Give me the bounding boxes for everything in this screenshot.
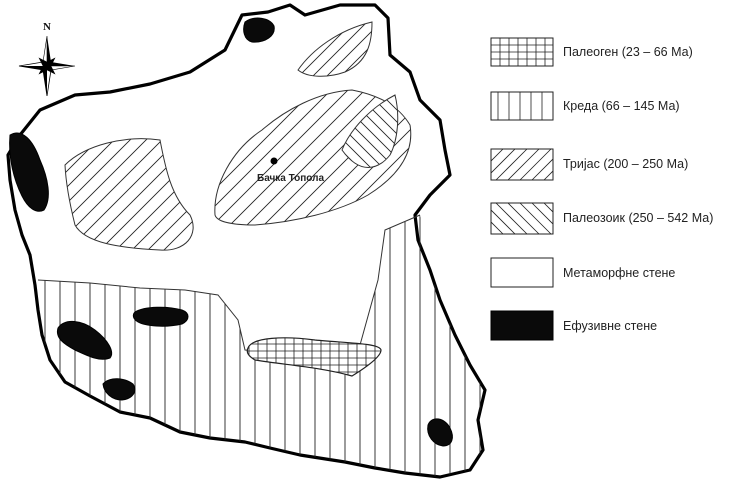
legend-item-paleogen: Палеоген (23 – 66 Ма) [490, 37, 693, 67]
hatch-line [491, 149, 516, 174]
hatch-line [137, 138, 194, 251]
hatch-line [430, 15, 500, 85]
legend-label: Палеоген (23 – 66 Ма) [563, 45, 693, 59]
hatch-line [495, 203, 528, 234]
city-label: Бачка Топола [257, 173, 324, 184]
hatch-line [543, 170, 553, 180]
hatch-line [214, 90, 359, 225]
efuzivne-body [243, 17, 275, 43]
hatch-line [531, 203, 553, 225]
hatch-line [342, 95, 384, 168]
hatch-line [65, 138, 141, 251]
hatch-line [364, 95, 398, 168]
hatch-line [317, 22, 372, 77]
hatch-line [65, 138, 109, 251]
hatch-line [491, 149, 504, 162]
hatch-line [531, 158, 553, 180]
legend-item-paleozoik: Палеозоик (250 – 542 Ма) [490, 202, 713, 235]
hatch-line [65, 138, 173, 251]
hatch-line [214, 90, 342, 225]
hatch-line [236, 90, 393, 225]
hatch-line [543, 203, 553, 213]
hatch-line [507, 149, 540, 180]
hatch-line [519, 203, 552, 234]
hatch-line [65, 138, 157, 251]
legend-item-trijas: Тријас (200 – 250 Ма) [490, 148, 688, 181]
region-outline [6, 3, 487, 479]
legend-item-efuz: Ефузивне стене [490, 310, 657, 341]
north-label: N [43, 21, 51, 33]
legend-label: Креда (66 – 145 Ма) [563, 99, 680, 113]
hatch-line [89, 138, 194, 251]
hatch-line [491, 209, 516, 234]
hatch-line [219, 90, 376, 225]
legend-label: Ефузивне стене [563, 319, 657, 333]
efuzivne-body [102, 378, 136, 401]
hatch-line [519, 149, 552, 180]
hatch-line [491, 149, 492, 150]
efuzivne-body [56, 321, 113, 360]
north-arrow-icon [18, 35, 76, 97]
hatch-line [491, 221, 504, 234]
efuzivne-body [427, 418, 453, 447]
hatch-line [491, 233, 492, 234]
hatch-line [105, 138, 194, 251]
efuzivne-body [9, 132, 49, 212]
hatch-line [416, 15, 486, 85]
legend-label: Тријас (200 – 250 Ма) [563, 157, 688, 171]
legend-item-meta: Метаморфне стене [490, 257, 675, 288]
efuzivne-body [132, 306, 189, 327]
hatch-line [303, 22, 372, 77]
legend-label: Палеозоик (250 – 542 Ма) [563, 211, 713, 225]
hatch-line [495, 149, 528, 180]
hatch-line [507, 203, 540, 234]
hatch-line [153, 138, 194, 251]
hatch-line [65, 138, 125, 251]
efuzivne-bodies [9, 17, 453, 447]
legend: Палеоген (23 – 66 Ма) Креда (66 – 145 Ма… [490, 37, 713, 341]
hatch-line [376, 95, 398, 168]
legend-item-kreda: Креда (66 – 145 Ма) [490, 91, 680, 121]
legend-label: Метаморфне стене [563, 266, 675, 280]
city-marker [270, 157, 278, 165]
